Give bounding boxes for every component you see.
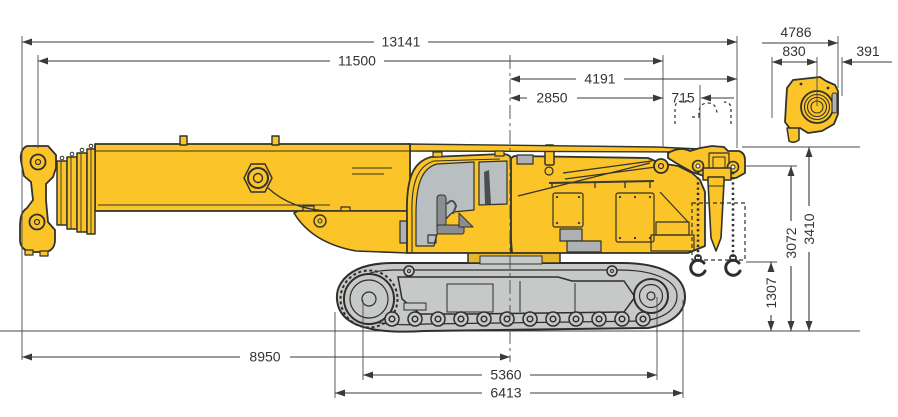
- boom-head: [19, 145, 57, 257]
- dim-label: 715: [671, 90, 695, 106]
- dim-detail-drum-offset: 830: [772, 43, 817, 66]
- idler-wheel: [633, 278, 669, 314]
- dim-detail-rear-offset: 391: [842, 43, 892, 66]
- drive-sprocket: [339, 269, 399, 329]
- air-cleaner: [516, 154, 534, 165]
- hook-left: [689, 254, 707, 277]
- dim-label: 11500: [338, 53, 376, 69]
- crawler-track: [335, 262, 687, 333]
- door-rivets: [555, 195, 652, 240]
- dim-center-to-foot: 2850: [510, 90, 663, 106]
- side-panel-front: [552, 192, 584, 228]
- butt-sheave: [653, 158, 669, 174]
- hook-right: [724, 254, 742, 277]
- hook-block: [702, 167, 732, 252]
- dim-label: 830: [782, 43, 806, 59]
- dim-label: 1307: [763, 277, 779, 308]
- door-handle: [427, 234, 437, 244]
- dim-hook-clearance: 1307: [763, 262, 779, 331]
- dim-label: 13141: [382, 34, 421, 50]
- dim-label: 2850: [536, 90, 567, 106]
- telescopic-boom: [94, 135, 411, 213]
- cab-rear-window: [478, 160, 508, 206]
- dim-label: 4786: [780, 24, 811, 40]
- top-rollers: [403, 265, 618, 277]
- dim-label: 8950: [249, 349, 280, 365]
- dim-anchor-height: 3072: [783, 166, 799, 331]
- track-frame: [397, 276, 636, 315]
- dim-label: 3072: [783, 227, 799, 258]
- dim-label: 3410: [801, 213, 817, 244]
- cylinder-pin: [313, 214, 327, 228]
- dim-label: 6413: [490, 385, 521, 401]
- telescope-sections: [56, 143, 96, 235]
- roof-light: [494, 150, 505, 157]
- deck-box-2: [566, 240, 602, 253]
- boom-top-chord: [407, 143, 701, 153]
- head-sheave-lower: [28, 213, 46, 231]
- side-door-panel: [615, 192, 655, 243]
- hook-transport-envelope: [691, 202, 746, 261]
- phantom-outlines: [674, 100, 746, 261]
- window-lever: [484, 170, 491, 204]
- dim-overall-length: 13141: [22, 34, 737, 50]
- track-frame-panel: [446, 283, 494, 313]
- roof-light: [432, 151, 443, 158]
- dim-center-to-rear: 4191: [510, 71, 737, 87]
- dim-label: 5360: [490, 367, 521, 383]
- body-panels: [552, 192, 695, 253]
- dim-track-overall-length: 6413: [335, 385, 683, 401]
- extension-lines: [21, 36, 860, 398]
- boom-lug: [271, 135, 280, 146]
- operator-seat: [436, 194, 474, 235]
- dim-track-wheelbase: 5360: [363, 367, 657, 383]
- dim-label: 391: [856, 43, 880, 59]
- boom-butt-lines: [517, 160, 689, 223]
- rear-detail-figure: [784, 76, 839, 144]
- dim-head-to-center: 8950: [22, 349, 510, 365]
- superstructure-body: [504, 155, 706, 254]
- dim-detail-width-total: 4786: [762, 24, 838, 47]
- bottom-rollers: [384, 311, 651, 327]
- dim-overall-height: 3410: [801, 147, 817, 331]
- boom-lug: [179, 135, 188, 146]
- boom-underside: [293, 210, 409, 254]
- dim-boom-length: 11500: [38, 53, 663, 69]
- head-sheave-upper: [29, 153, 47, 171]
- deck-box-1: [559, 228, 583, 242]
- handrail: [548, 180, 655, 188]
- operator-cab: [406, 150, 512, 254]
- joystick: [446, 200, 457, 215]
- counterweight-step-2: [650, 234, 695, 252]
- dim-foot-offset: 715: [671, 90, 734, 106]
- frame-step: [403, 302, 427, 311]
- pivot-boss: [247, 167, 269, 189]
- crane-upperworks: [19, 76, 839, 257]
- dim-label: 4191: [584, 71, 615, 87]
